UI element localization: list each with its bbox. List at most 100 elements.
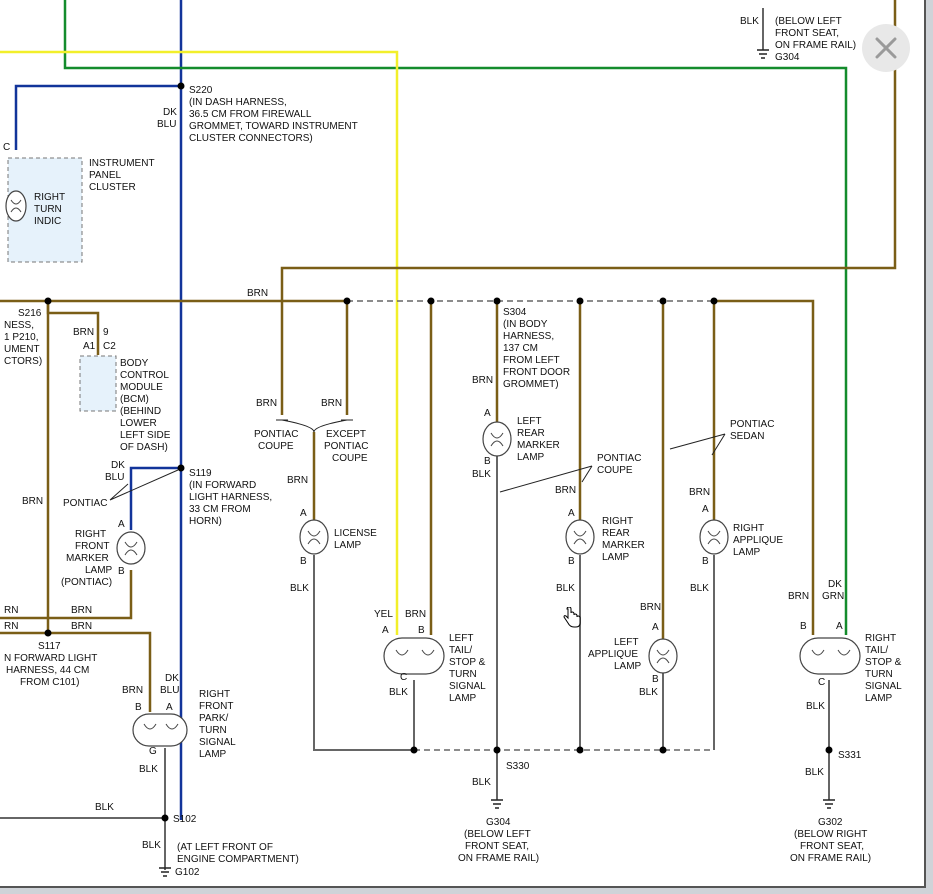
label-turn-l3: INDIC [34, 216, 61, 227]
label-s331-id: S331 [838, 750, 862, 761]
label-rfp-l4: TURN [199, 725, 227, 736]
label-rrm-l1: RIGHT [602, 516, 633, 527]
bulb-rtail [799, 637, 861, 675]
label-turn-l1: RIGHT [34, 192, 65, 203]
label-rapp-l1: RIGHT [733, 523, 764, 534]
label-g304-top-l1: (BELOW LEFT [775, 16, 842, 27]
splice-s330 [493, 746, 501, 754]
bulb-rfm [116, 531, 146, 565]
label-ltail-l4: TURN [449, 669, 477, 680]
label-rfp-g: G [149, 746, 157, 757]
label-coupe-e1: EXCEPT [326, 429, 366, 440]
label-s220-id: S220 [189, 85, 213, 96]
wire-blk-license [313, 555, 414, 751]
label-license-a: A [300, 508, 307, 519]
label-s304-l6: GROMMET) [503, 379, 559, 390]
label-coupe-brn1: BRN [256, 398, 277, 409]
label-pcoupe-l2: COUPE [597, 465, 633, 476]
label-rrm-l2: REAR [602, 528, 630, 539]
label-s330-l2: FRONT SEAT, [465, 841, 529, 852]
label-s331-l1: (BELOW RIGHT [794, 829, 867, 840]
label-rrm-l3: MARKER [602, 540, 645, 551]
label-license-l2: LAMP [334, 540, 362, 551]
close-button[interactable] [862, 24, 910, 72]
label-lapp-a: A [652, 622, 659, 633]
label-rfm-l4: LAMP [85, 565, 113, 576]
splice-s102 [161, 814, 169, 822]
splice-s216 [44, 297, 52, 305]
label-bcm-l3: MODULE [120, 382, 163, 393]
label-rtail-blk: BLK [806, 701, 825, 712]
label-bcm-wire: BRN [73, 327, 94, 338]
label-rfp-blu: BLU [160, 685, 179, 696]
label-s119-l3: 33 CM FROM [189, 504, 251, 515]
label-rrm-b: B [568, 556, 575, 567]
label-lapp-l2: APPLIQUE [588, 649, 638, 660]
splice-s119 [177, 464, 185, 472]
label-rtail-l5: SIGNAL [865, 681, 902, 692]
label-ltail-l2: TAIL/ [449, 645, 472, 656]
label-lapp-wire: BRN [640, 602, 661, 613]
label-bcm-c2: C2 [103, 341, 116, 352]
label-rfp-l5: SIGNAL [199, 737, 236, 748]
label-s102-l1: (AT LEFT FRONT OF [177, 842, 273, 853]
label-s102-l2: ENGINE COMPARTMENT) [177, 854, 299, 865]
label-g304-top-id: G304 [775, 52, 800, 63]
label-s119-id: S119 [189, 468, 212, 479]
label-rtail-l4: TURN [865, 669, 893, 680]
label-s304-l5: FRONT DOOR [503, 367, 570, 378]
label-rapp-blk: BLK [690, 583, 709, 594]
label-s117-l2: HARNESS, 44 CM [6, 665, 89, 676]
bulb-ltail [383, 637, 445, 675]
label-s220-l3: GROMMET, TOWARD INSTRUMENT [189, 121, 358, 132]
label-lrm-l3: MARKER [517, 440, 560, 451]
label-s102-id: S102 [173, 814, 197, 825]
label-bcm-l6: LOWER [120, 418, 157, 429]
label-s220-l2: 36.5 CM FROM FIREWALL [189, 109, 312, 120]
splice-bus-6 [710, 297, 718, 305]
label-rapp-l3: LAMP [733, 547, 761, 558]
label-brn-bus: BRN [247, 288, 268, 299]
label-rfm-a: A [118, 519, 125, 530]
label-bcm-l2: CONTROL [120, 370, 169, 381]
label-bcm-l1: BODY [120, 358, 149, 369]
label-rtail-l1: RIGHT [865, 633, 896, 644]
wire-brn-bus-right [714, 299, 815, 635]
wire-dk-blu-marker [129, 466, 181, 530]
splice-bus-5 [659, 297, 667, 305]
bulb-rfp [132, 713, 188, 747]
wire-dk-grn [63, 0, 848, 635]
label-s304-l3: 137 CM [503, 343, 538, 354]
bulb-lapp [648, 638, 678, 674]
label-license-b: B [300, 556, 307, 567]
label-s119-l1: (IN FORWARD [189, 480, 256, 491]
label-s304-wire: BRN [472, 375, 493, 386]
label-s216-l2: 1 P210, [4, 332, 38, 343]
label-coupe-e2: PONTIAC [324, 441, 368, 452]
label-rapp-b: B [702, 556, 709, 567]
label-rfp-l1: RIGHT [199, 689, 230, 700]
label-rtail-dk: DK [828, 579, 842, 590]
label-rtail-b: B [800, 621, 807, 632]
label-s216-id: S216 [18, 308, 42, 319]
label-rfm-l5: (PONTIAC) [61, 577, 112, 588]
label-rfp-a: A [166, 702, 173, 713]
label-s119-l4: HORN) [189, 516, 222, 527]
label-s117-w2: BRN [71, 605, 92, 616]
label-s330-l1: (BELOW LEFT [464, 829, 531, 840]
label-s216-l1: NESS, [4, 320, 34, 331]
label-license-l1: LICENSE [334, 528, 377, 539]
label-s220-wire1: DK [163, 107, 177, 118]
label-s102-wire: BLK [95, 802, 114, 813]
splice-s331 [825, 746, 833, 754]
bcm-box [79, 355, 117, 412]
label-bcm-l8: OF DASH) [120, 442, 168, 453]
label-coupe-l2: COUPE [258, 441, 294, 452]
label-s119-wire1: DK [111, 460, 125, 471]
label-s304-l2: HARNESS, [503, 331, 554, 342]
label-coupe-e3: COUPE [332, 453, 368, 464]
label-rtail-grn: GRN [822, 591, 844, 602]
label-s330-id: S330 [506, 761, 530, 772]
splice-s304 [493, 297, 501, 305]
